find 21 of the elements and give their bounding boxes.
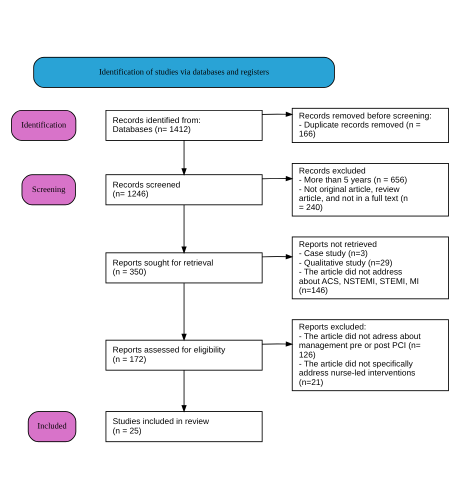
node-box: Reports not retrieved - Case study (n=3) - Qualitative study (n=29) - The article did not address about ACS, NSTEMI, STEMI, MI (n=146) [292, 236, 449, 300]
arrow [181, 282, 187, 342]
arrow [262, 112, 294, 117]
node-box: Screening [22, 174, 76, 206]
node-box: Reports excluded: - The article did not adress about management pre or post PCI (n= 126) - The article did not specifically address nurse-led interventions (n=21) [292, 319, 449, 392]
arrow [262, 341, 294, 347]
node-box: Reports assessed for eligibility (n = 172) [106, 340, 263, 371]
arrow [181, 370, 187, 413]
arrow [262, 254, 294, 260]
node-box: Included [28, 411, 76, 442]
arrow [181, 204, 187, 254]
arrow [262, 176, 294, 182]
node-box: Identification [11, 110, 76, 141]
node-box: Studies included in review (n = 25) [106, 411, 263, 442]
node-box: Records identified from: Databases (n= 1412) [106, 110, 263, 141]
node-box: Identification of studies via databases and registers [33, 56, 335, 88]
node-box: Records excluded - More than 5 years (n = 656) - Not original article, review article, and not in a full text (n = 240) [292, 163, 449, 216]
node-box: Records screened (n= 1246) [106, 174, 263, 206]
arrow [181, 140, 187, 176]
node-box: Records removed before screening: - Duplicate records removed (n = 166) [292, 108, 449, 143]
node-box: Reports sought for retrieval (n = 350) [106, 252, 263, 284]
